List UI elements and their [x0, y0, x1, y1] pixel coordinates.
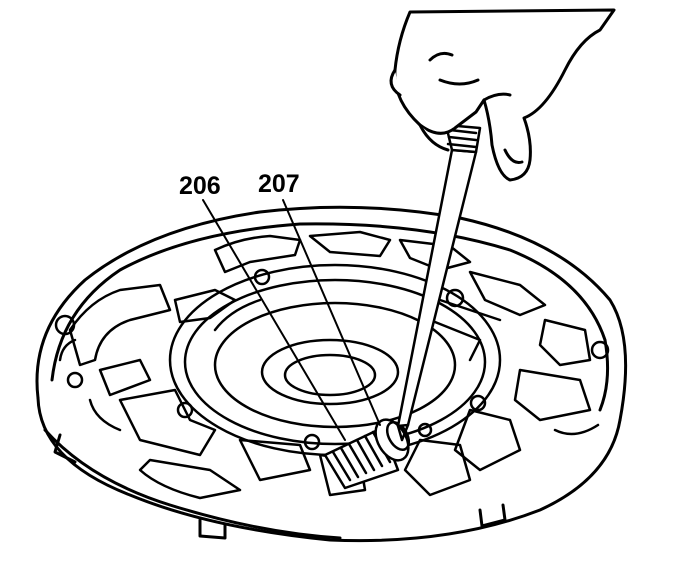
fluid-passages [58, 230, 600, 500]
center-bore [168, 263, 502, 457]
callout-207: 207 [258, 170, 300, 198]
leader-lines [202, 199, 381, 441]
hand [389, 8, 616, 182]
callout-206: 206 [179, 172, 221, 200]
pump-body [35, 205, 628, 543]
pick-tool [396, 123, 482, 442]
